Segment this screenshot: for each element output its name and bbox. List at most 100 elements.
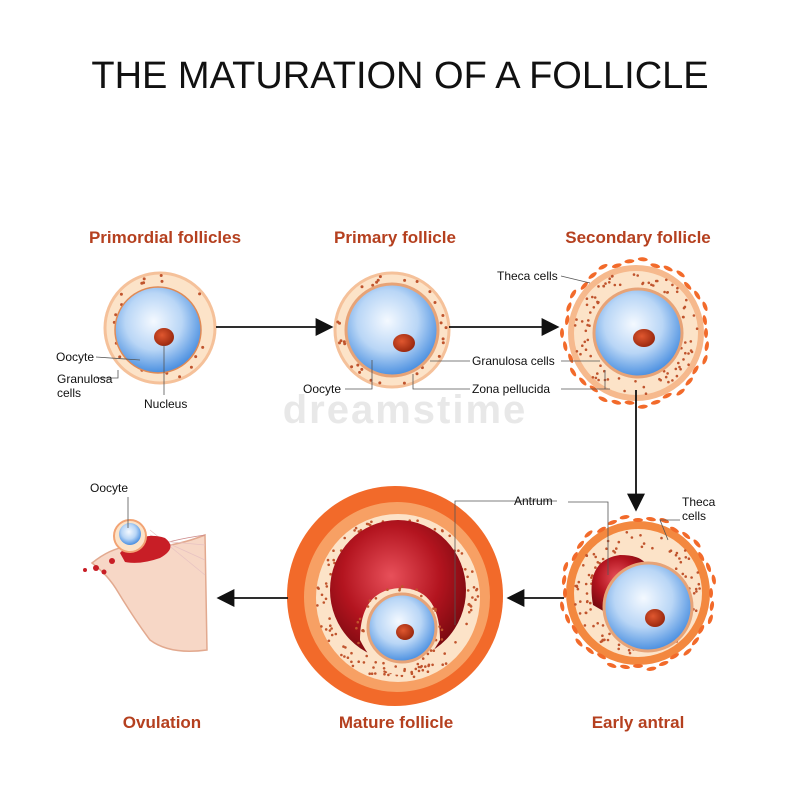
leader-lines <box>95 275 680 625</box>
theca-cell <box>585 646 594 655</box>
cell-dot <box>415 372 419 376</box>
cell-dot <box>612 549 615 553</box>
cell-dot <box>429 649 433 652</box>
theca-cell <box>663 265 673 272</box>
cell-dot <box>596 622 599 625</box>
cell-dot <box>343 536 347 540</box>
cell-dot <box>663 290 666 294</box>
cell-dot <box>365 654 369 658</box>
ovulation-illustration <box>83 519 208 652</box>
cell-dot <box>683 549 687 552</box>
cell-dot <box>198 292 202 296</box>
cell-dot <box>320 593 324 597</box>
cell-dot <box>675 290 679 294</box>
cell-dot <box>695 590 698 593</box>
cell-dot <box>641 281 645 285</box>
cell-dot <box>400 674 404 678</box>
theca-cell <box>684 281 692 290</box>
theca-cell <box>560 601 565 612</box>
cell-dot <box>401 585 404 588</box>
cell-dot <box>362 661 366 664</box>
cell-dot <box>589 608 592 611</box>
theca-cell <box>565 315 570 326</box>
cell-dot <box>471 596 474 599</box>
cell-dot <box>606 638 610 642</box>
cell-dot <box>586 323 589 327</box>
cell-dot <box>608 281 611 284</box>
cell-dot <box>441 314 445 317</box>
cell-dot <box>669 549 673 552</box>
cell-dot <box>642 542 646 545</box>
theca-cell <box>692 365 699 375</box>
cell-dot <box>613 283 617 287</box>
cell-dot <box>342 340 346 344</box>
theca-cell <box>705 562 712 573</box>
cell-dot <box>316 604 319 607</box>
theca-cell <box>646 516 656 522</box>
theca-cell <box>676 388 685 396</box>
cell-dot <box>666 291 669 294</box>
cell-dot <box>601 634 604 637</box>
cell-dot <box>440 529 444 532</box>
cell-dot <box>402 381 406 385</box>
cell-dot <box>324 582 328 585</box>
theca-cell <box>588 272 597 279</box>
cell-dot <box>356 363 360 367</box>
cell-dot <box>687 352 690 355</box>
cell-dot <box>575 318 578 321</box>
theca-cell <box>598 263 608 270</box>
cell-dot <box>357 660 361 663</box>
stage-title-primordial: Primordial follicles <box>88 228 242 247</box>
cell-dot <box>338 341 341 345</box>
cell-dot <box>374 672 377 675</box>
primordial-nucleus <box>154 328 174 346</box>
theca-cell <box>709 601 715 611</box>
mature-follicle <box>287 486 503 706</box>
cell-dot <box>615 547 618 550</box>
cell-dot <box>602 284 605 288</box>
theca-cell <box>637 404 648 409</box>
cell-dot <box>681 572 685 576</box>
cell-dot <box>420 594 423 598</box>
theca-cell <box>611 399 622 405</box>
cell-dot <box>674 553 678 557</box>
theca-cell <box>569 367 577 377</box>
cell-dot <box>360 367 364 371</box>
cell-dot <box>417 665 421 669</box>
theca-cell <box>619 515 630 520</box>
cell-dot <box>357 641 360 645</box>
cell-dot <box>351 664 355 668</box>
cell-dot <box>627 648 631 652</box>
theca-cell <box>597 653 606 660</box>
theca-cell <box>633 664 643 668</box>
cell-dot <box>617 377 621 380</box>
label-ovulation-oocyte: Oocyte <box>90 481 129 495</box>
theca-cell <box>571 625 578 634</box>
cell-dot <box>366 605 370 608</box>
cell-dot <box>618 283 622 287</box>
cell-dot <box>353 529 356 532</box>
cell-dot <box>443 652 447 655</box>
cell-dot <box>687 557 691 560</box>
cell-dot <box>371 283 375 287</box>
cell-dot <box>580 320 584 323</box>
cell-dot <box>119 292 123 296</box>
cell-dot <box>585 303 589 307</box>
cell-dot <box>585 554 588 557</box>
label-primordial-nucleus: Nucleus <box>144 397 188 411</box>
theca-cell <box>633 518 643 522</box>
cell-dot <box>623 389 626 393</box>
stage-title-primary: Primary follicle <box>334 228 456 247</box>
cell-dot <box>581 344 584 348</box>
cell-dot <box>579 600 582 603</box>
cell-dot <box>594 376 598 380</box>
cell-dot <box>601 557 605 561</box>
cell-dot <box>421 668 425 672</box>
cell-dot <box>585 297 589 301</box>
theca-cell <box>575 638 583 647</box>
cell-dot <box>642 385 646 389</box>
cell-dot <box>475 587 479 591</box>
page-title: THE MATURATION OF A FOLLICLE <box>91 55 709 97</box>
theca-cell <box>662 392 672 399</box>
cell-dot <box>330 627 333 630</box>
